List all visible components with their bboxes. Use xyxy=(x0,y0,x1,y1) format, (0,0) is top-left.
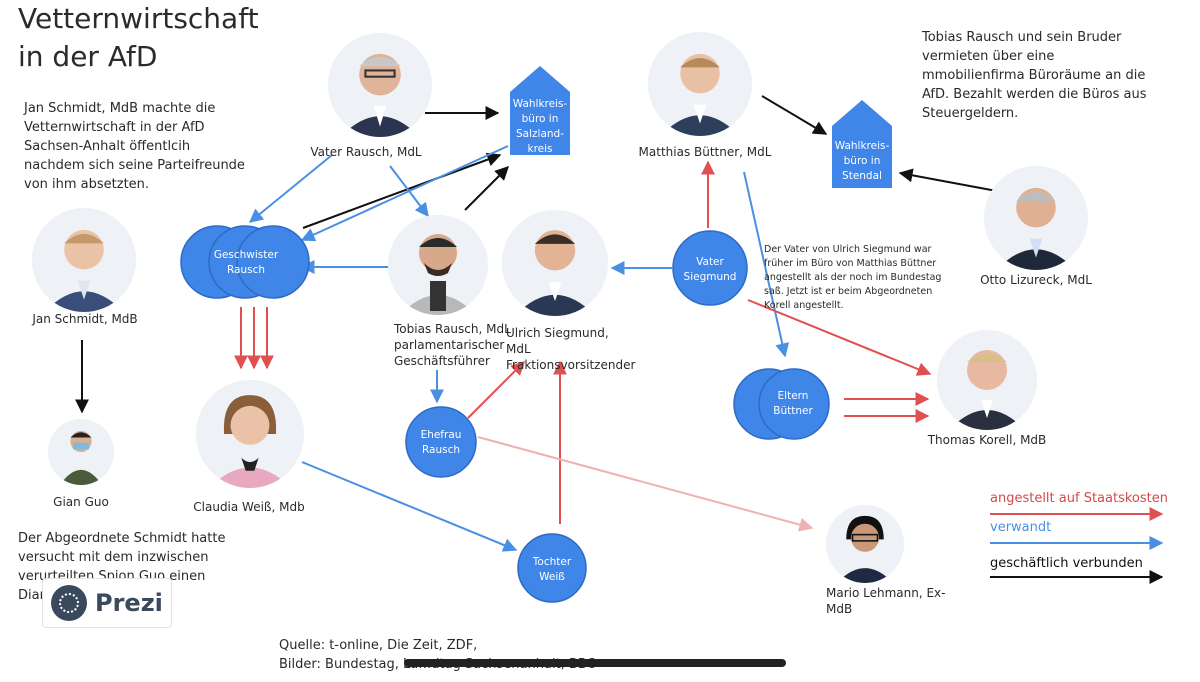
group-eltern-buettner: Eltern Büttner xyxy=(734,369,829,439)
legend-business: geschäftlich verbunden xyxy=(990,556,1143,572)
avatar-lehmann xyxy=(826,505,904,583)
legend-employed: angestellt auf Staatskosten xyxy=(990,491,1168,507)
person-portrait-icon xyxy=(502,210,608,316)
svg-text:Stendal: Stendal xyxy=(842,170,882,182)
prezi-badge[interactable]: Prezi xyxy=(42,578,172,628)
label-jan-schmidt: Jan Schmidt, MdB xyxy=(20,311,150,327)
title-line: Vetternwirtschaft xyxy=(18,0,318,38)
person-portrait-icon xyxy=(32,208,136,312)
group-geschwister-label: Geschwister xyxy=(214,249,279,261)
prezi-wordmark: Prezi xyxy=(95,589,163,617)
arrow-vater-rausch-to-geschwister xyxy=(250,155,332,222)
group-geschwister-label: Rausch xyxy=(227,264,265,276)
title-line: in der AfD xyxy=(18,38,318,76)
person-portrait-icon xyxy=(196,380,304,488)
arrow-buettner-to-stendal xyxy=(762,96,826,134)
label-weiss: Claudia Weiß, Mdb xyxy=(184,499,314,515)
group-vater-siegmund: Vater Siegmund xyxy=(673,231,747,305)
arrow-weiss-to-tochter xyxy=(302,462,516,550)
office-salzland-line: büro in xyxy=(522,113,559,125)
group-vater-siegmund-label: Siegmund xyxy=(684,271,737,283)
prezi-logo-icon xyxy=(51,585,87,621)
person-portrait-icon xyxy=(937,330,1037,430)
avatar-ulrich-siegmund xyxy=(502,210,608,316)
office-salzland-line: kreis xyxy=(527,143,552,155)
label-vater-rausch: Vater Rausch, MdL xyxy=(296,144,436,160)
group-ehefrau-label: Rausch xyxy=(422,444,460,456)
arrow-ehefrau-to-lehmann xyxy=(478,437,812,528)
sources-line-1: Quelle: t-online, Die Zeit, ZDF, xyxy=(279,636,699,655)
person-portrait-icon xyxy=(48,419,114,485)
office-stendal-line: Stendal xyxy=(842,170,882,182)
avatar-vater-rausch xyxy=(328,33,432,137)
page-title: Vetternwirtschaft in der AfD xyxy=(18,0,318,76)
person-portrait-icon xyxy=(328,33,432,137)
label-buettner: Matthias Büttner, MdL xyxy=(630,144,780,160)
avatar-lizureck xyxy=(984,166,1088,270)
avatar-buettner xyxy=(648,32,752,136)
office-salzland-line: Salzland- xyxy=(516,128,564,140)
svg-text:Salzland-: Salzland- xyxy=(516,128,564,140)
group-ehefrau-label: Ehefrau xyxy=(421,429,462,441)
avatar-weiss xyxy=(196,380,304,488)
person-portrait-icon xyxy=(984,166,1088,270)
horizontal-scrollbar[interactable] xyxy=(404,659,786,667)
group-eltern-label: Büttner xyxy=(773,405,813,417)
person-portrait-icon xyxy=(826,505,904,583)
svg-text:Wahlkreis-: Wahlkreis- xyxy=(835,140,890,152)
note-siegmund: Der Vater von Ulrich Siegmund war früher… xyxy=(764,243,954,313)
label-lizureck: Otto Lizureck, MdL xyxy=(966,272,1106,288)
avatar-guo xyxy=(48,419,114,485)
avatar-korell xyxy=(937,330,1037,430)
office-salzland: Wahlkreis- büro in Salzland- kreis xyxy=(510,66,570,155)
group-eltern-label: Eltern xyxy=(778,390,809,402)
label-guo: Gian Guo xyxy=(26,494,136,510)
person-portrait-icon xyxy=(388,215,488,315)
group-geschwister-rausch: Geschwister Rausch xyxy=(181,226,309,298)
group-tochter-label: Weiß xyxy=(539,571,565,583)
arrow-lizureck-to-stendal xyxy=(900,173,1002,192)
arrow-tobias-to-salzland xyxy=(465,167,508,210)
group-ehefrau-rausch: Ehefrau Rausch xyxy=(406,407,476,477)
svg-text:kreis: kreis xyxy=(527,143,552,155)
label-ulrich-siegmund: Ulrich Siegmund, MdL Fraktionsvorsitzend… xyxy=(506,325,636,373)
legend-related: verwandt xyxy=(990,520,1051,536)
svg-text:Wahlkreis-: Wahlkreis- xyxy=(513,98,568,110)
label-tobias-rausch: Tobias Rausch, MdL parlamentarischer Ges… xyxy=(394,321,514,369)
avatar-jan-schmidt xyxy=(32,208,136,312)
label-korell: Thomas Korell, MdB xyxy=(922,432,1052,448)
svg-text:büro in: büro in xyxy=(844,155,881,167)
note-rausch-buero: Tobias Rausch und sein Bruder vermieten … xyxy=(922,28,1158,123)
office-stendal-line: büro in xyxy=(844,155,881,167)
office-stendal-line: Wahlkreis- xyxy=(835,140,890,152)
office-stendal: Wahlkreis- büro in Stendal xyxy=(832,100,892,188)
office-salzland-line: Wahlkreis- xyxy=(513,98,568,110)
person-portrait-icon xyxy=(648,32,752,136)
svg-text:büro in: büro in xyxy=(522,113,559,125)
avatar-tobias-rausch xyxy=(388,215,488,315)
group-tochter-weiss: Tochter Weiß xyxy=(518,534,586,602)
group-vater-siegmund-label: Vater xyxy=(696,256,724,268)
note-schmidt: Jan Schmidt, MdB machte die Vetternwirts… xyxy=(24,99,246,194)
arrow-vater-rausch-to-tobias xyxy=(390,166,428,216)
label-lehmann: Mario Lehmann, Ex-MdB xyxy=(826,585,946,617)
arrow-geschwister-to-salzland xyxy=(303,155,500,228)
group-tochter-label: Tochter xyxy=(532,556,572,568)
